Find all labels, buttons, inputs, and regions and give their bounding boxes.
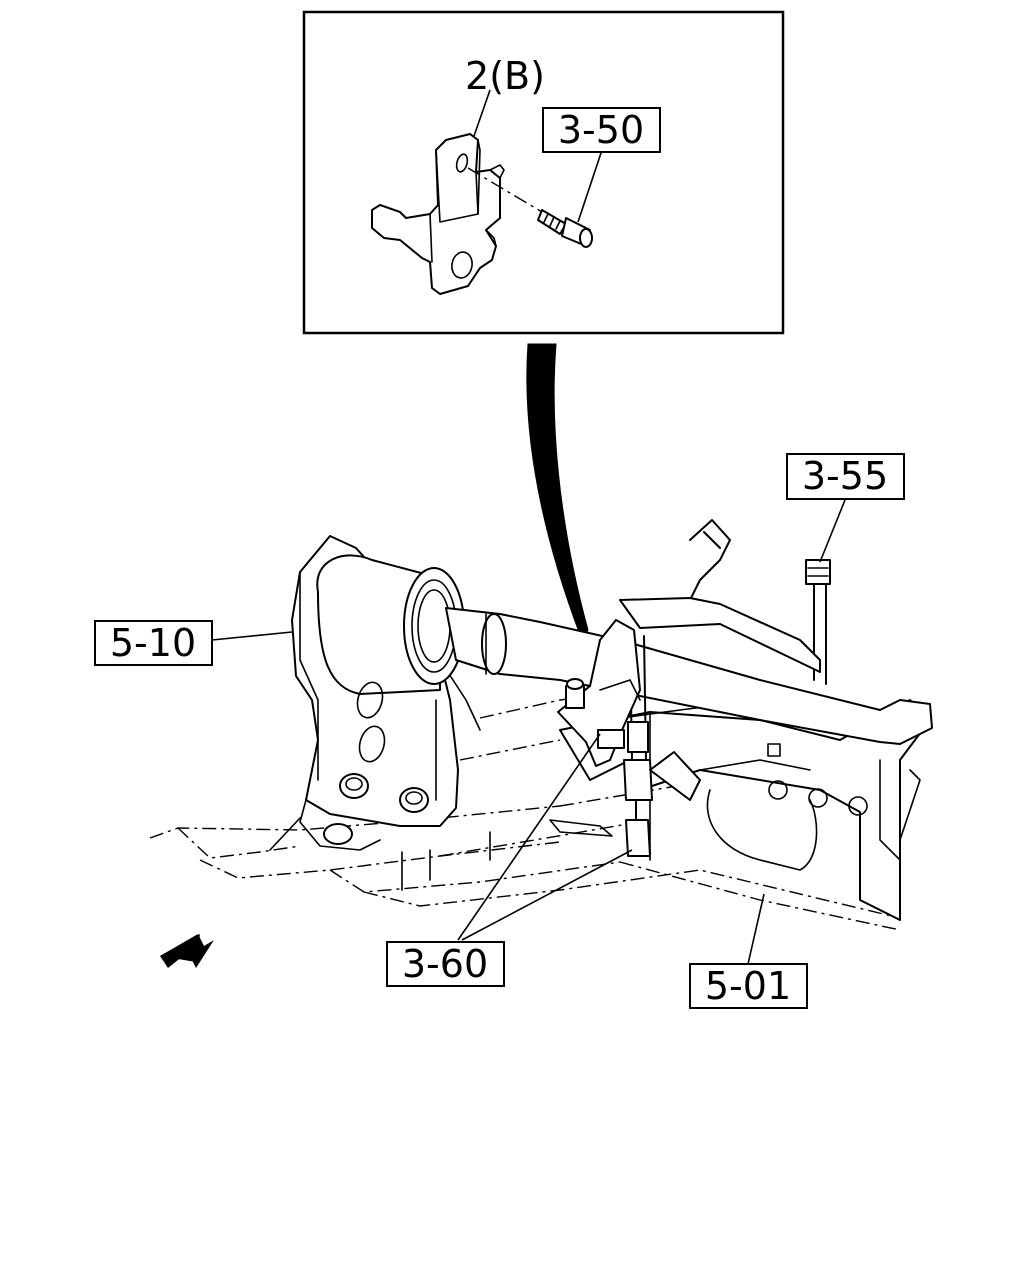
mount-bracket-part — [269, 535, 481, 851]
callout-5-01-label: 5-01 — [705, 964, 791, 1008]
callout-5-10[interactable]: 5-10 — [94, 620, 213, 666]
clip-leader-b — [461, 849, 633, 941]
callout-3-50[interactable]: 3-50 — [542, 107, 661, 153]
callout-5-01-box — [689, 963, 808, 1009]
front-arrow-head — [160, 934, 200, 962]
callout-3-60[interactable]: 3-60 — [386, 941, 505, 987]
mount-leader — [211, 631, 293, 641]
callout-3-50-label: 3-50 — [558, 108, 644, 152]
callout-3-60-box — [386, 941, 505, 987]
callout-3-55-label: 3-55 — [802, 454, 888, 498]
detail-inset: 2(B) 3-50 — [302, 10, 785, 335]
detail-inset-frame — [302, 10, 785, 335]
detail-pointer-arrow-icon — [526, 343, 589, 642]
bolt-leader — [577, 149, 603, 223]
rail-holes — [767, 743, 868, 816]
bolt-part — [467, 167, 593, 248]
bracket-leader — [473, 89, 491, 137]
callout-5-01[interactable]: 5-01 — [689, 963, 808, 1009]
bracket-part — [371, 133, 505, 295]
pipe-leader — [819, 499, 846, 563]
callout-3-55-box — [786, 453, 905, 500]
frame-assembly — [149, 499, 933, 965]
clip-leader-a — [457, 733, 601, 941]
stabilizer-shaft-part — [445, 607, 933, 745]
frame-leader — [747, 893, 765, 965]
pipe-clip-bracket-part — [557, 619, 649, 767]
callout-3-55[interactable]: 3-55 — [786, 453, 905, 500]
callout-3-60-label: 3-60 — [402, 942, 488, 986]
callout-3-50-box — [542, 107, 661, 153]
callout-5-10-box — [94, 620, 213, 666]
callout-5-10-label: 5-10 — [110, 621, 196, 665]
callout-2b: 2(B) — [465, 54, 545, 98]
